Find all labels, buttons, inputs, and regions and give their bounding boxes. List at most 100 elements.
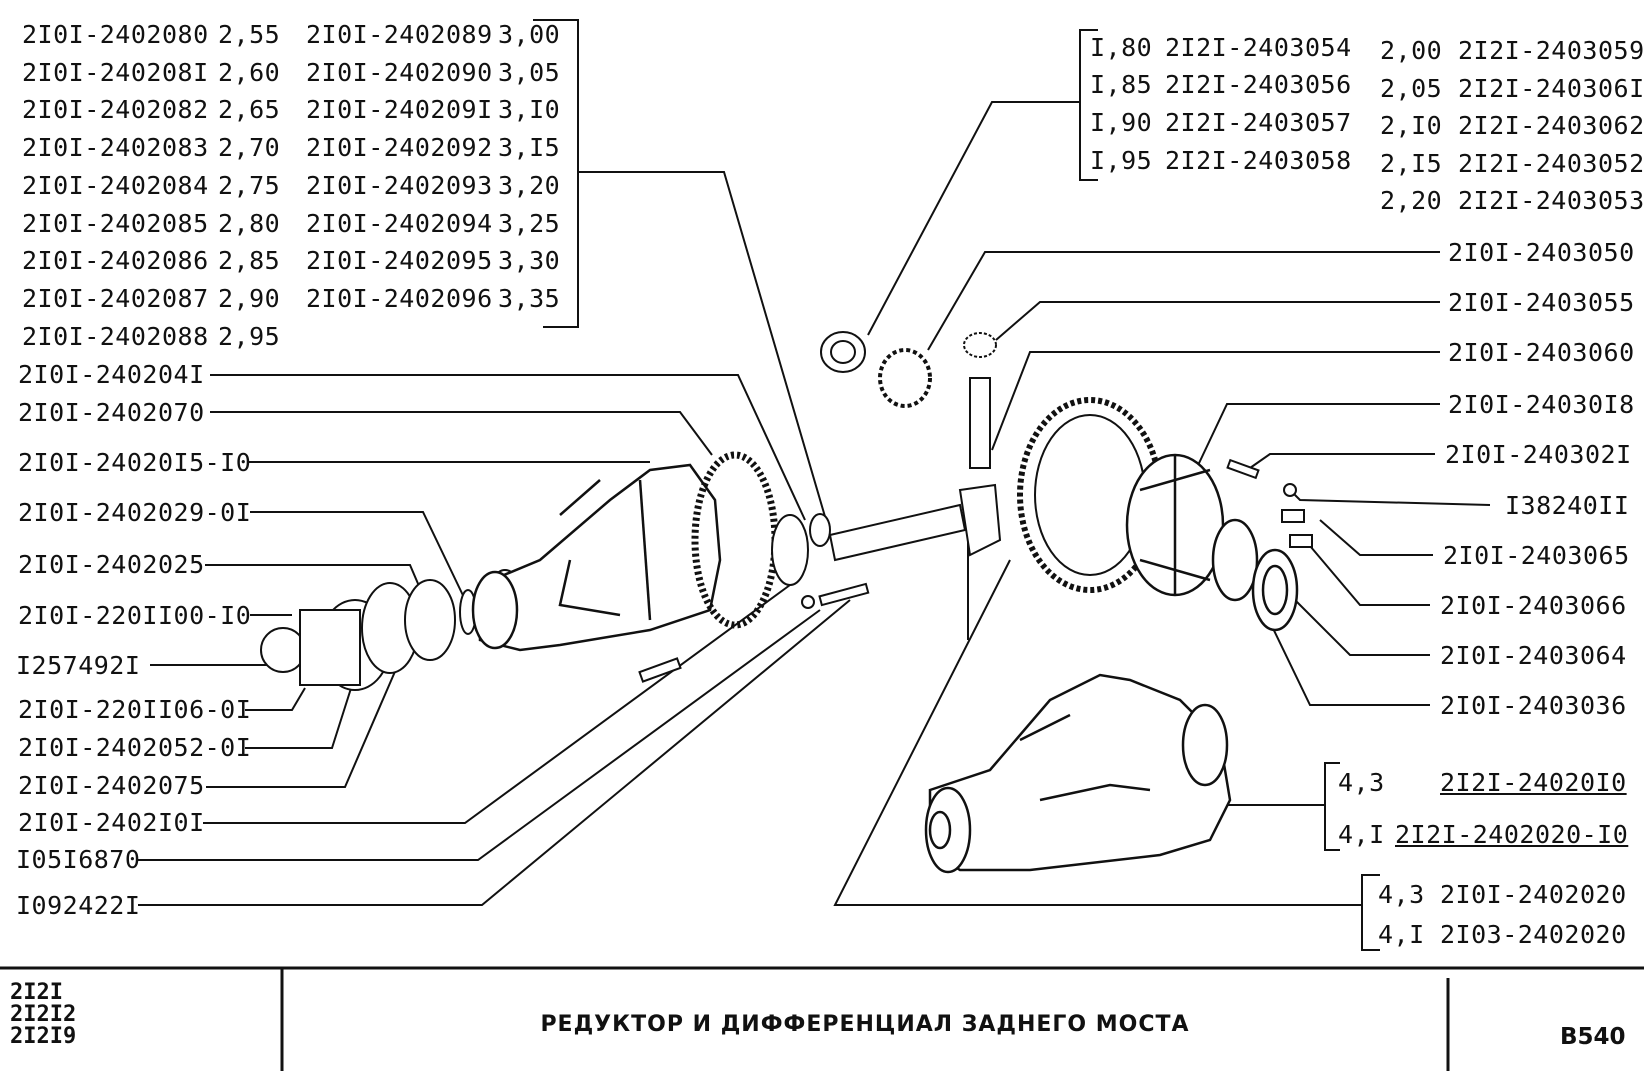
leader-r9 xyxy=(1294,599,1430,656)
shim-size: 3,20 xyxy=(498,170,561,200)
shim-part: 2I0I-2402083 xyxy=(22,133,209,163)
shim-part: 2I0I-2402096 xyxy=(306,283,493,313)
shim-size: 2,75 xyxy=(218,170,281,200)
shim-part: 2I0I-2402092 xyxy=(306,133,493,163)
bracket-b-leader xyxy=(833,559,1362,906)
callout-left: I092422I xyxy=(16,891,141,920)
shim-size: 3,I0 xyxy=(498,95,561,125)
shim-size: 2,70 xyxy=(218,133,281,163)
callout-right: 2I0I-2403064 xyxy=(1440,641,1627,670)
shim-size: 2,80 xyxy=(218,208,281,238)
pinion xyxy=(828,483,1002,562)
bearing-3 xyxy=(771,514,809,586)
bolt-3 xyxy=(1226,458,1260,480)
shim-size: 3,25 xyxy=(498,208,561,238)
callout-right: I38240II xyxy=(1505,491,1630,520)
assembly-part: 2I2I-24020I0 xyxy=(1440,768,1627,797)
lock-plate-2 xyxy=(1289,534,1313,548)
washer-size: I,90 xyxy=(1090,108,1153,137)
callout-left: 2I0I-2402075 xyxy=(18,771,205,800)
washer-table-bracket xyxy=(1079,29,1098,181)
washer-part: 2I2I-2403054 xyxy=(1165,33,1352,62)
lock-washer xyxy=(801,595,815,609)
assembly-part: 2I2I-2402020-I0 xyxy=(1395,820,1629,849)
leader-r3 xyxy=(991,351,1440,451)
callout-left: 2I0I-220II00-I0 xyxy=(18,601,252,630)
shim-size: 3,30 xyxy=(498,246,561,276)
callout-right: 2I0I-2403060 xyxy=(1448,338,1635,367)
leader-13 xyxy=(138,599,851,906)
shim-part: 2I0I-2402086 xyxy=(22,246,209,276)
callout-left: 2I0I-2402029-0I xyxy=(18,498,252,527)
washer-size: 2,05 xyxy=(1380,74,1443,103)
shim-part: 2I0I-2402085 xyxy=(22,208,209,238)
sheet-code: B540 xyxy=(1560,1024,1626,1050)
washer-part: 2I2I-2403058 xyxy=(1165,146,1352,175)
shim-size: 2,90 xyxy=(218,283,281,313)
shim-part: 2I0I-2402087 xyxy=(22,283,209,313)
ratio: 4,I xyxy=(1338,820,1385,849)
bolt-1 xyxy=(638,657,682,683)
leader-2 xyxy=(210,411,713,456)
leader-r8 xyxy=(1304,539,1430,606)
callout-right: 2I0I-24030I8 xyxy=(1448,390,1635,419)
leader-r7 xyxy=(1319,519,1433,556)
washer-part: 2I2I-240306I xyxy=(1458,74,1644,103)
washer-part: 2I2I-2403062 xyxy=(1458,111,1644,140)
washer-size: 2,I0 xyxy=(1380,111,1443,140)
callout-right: 2I0I-2403066 xyxy=(1440,591,1627,620)
washer-part: 2I2I-2403053 xyxy=(1458,186,1644,215)
assembled-unit xyxy=(924,673,1232,874)
washer-size: I,80 xyxy=(1090,33,1153,62)
ratio: 4,I xyxy=(1378,920,1425,949)
shim-size: 2,60 xyxy=(218,57,281,87)
ratio: 4,3 xyxy=(1338,768,1385,797)
shim-size: 2,85 xyxy=(218,246,281,276)
washer-2 xyxy=(1283,483,1297,497)
leader-r5 xyxy=(1249,453,1435,469)
shim-size: 2,95 xyxy=(218,321,281,351)
case-bearing xyxy=(1211,518,1259,602)
washer-size: 2,00 xyxy=(1380,36,1443,65)
callout-left: 2I0I-2402025 xyxy=(18,550,205,579)
washer-part: 2I2I-2403056 xyxy=(1165,70,1352,99)
page-title: РЕДУКТОР И ДИФФЕРЕНЦИАЛ ЗАДНЕГО МОСТА xyxy=(540,1012,1190,1037)
callout-left: I257492I xyxy=(16,651,141,680)
callout-right: 2I0I-2403055 xyxy=(1448,288,1635,317)
nut xyxy=(260,627,306,673)
washer-size: 2,20 xyxy=(1380,186,1443,215)
assembly-part: 2I0I-2402020 xyxy=(1440,880,1627,909)
leader-r2 xyxy=(995,301,1440,341)
callout-left: 2I0I-2402070 xyxy=(18,398,205,427)
callout-right: 2I0I-2403065 xyxy=(1443,541,1630,570)
washer-size: I,85 xyxy=(1090,70,1153,99)
leader-1 xyxy=(210,374,806,521)
callout-left: 2I0I-2402I0I xyxy=(18,808,205,837)
shim-size: 2,65 xyxy=(218,95,281,125)
callout-left: 2I0I-24020I5-I0 xyxy=(18,448,252,477)
shim-size: 3,I5 xyxy=(498,133,561,163)
washer-leader xyxy=(867,101,1080,336)
leader-11 xyxy=(203,584,791,824)
ratio: 4,3 xyxy=(1378,880,1425,909)
bracket-b xyxy=(1361,874,1380,951)
bracket-a xyxy=(1324,762,1340,851)
leader-8 xyxy=(245,687,306,711)
shim-part: 2I0I-240208I xyxy=(22,57,209,87)
leader-10 xyxy=(206,659,401,788)
washer-size: 2,I5 xyxy=(1380,149,1443,178)
shim-part: 2I0I-2402084 xyxy=(22,170,209,200)
model-3: 2I2I9 xyxy=(10,1024,77,1049)
shim-part: 2I0I-2402088 xyxy=(22,321,209,351)
shim-size: 3,00 xyxy=(498,20,561,49)
shim-size: 3,35 xyxy=(498,283,561,313)
leader-12 xyxy=(138,609,821,861)
shim-table-bracket xyxy=(533,19,579,328)
shim-part: 2I0I-2402089 xyxy=(306,20,493,49)
callout-right: 2I0I-2403050 xyxy=(1448,238,1635,267)
callout-right: 2I0I-240302I xyxy=(1445,440,1632,469)
housing xyxy=(471,463,722,652)
callout-left: 2I0I-240204I xyxy=(18,360,205,389)
callout-left: 2I0I-2402052-0I xyxy=(18,733,252,762)
washer-part: 2I2I-2403059 xyxy=(1458,36,1644,65)
